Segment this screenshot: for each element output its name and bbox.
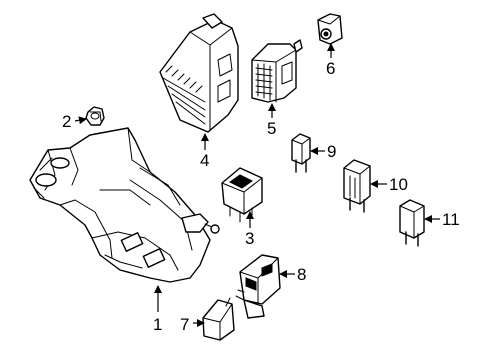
callout-1: 1 [153, 315, 162, 334]
part-4-module [159, 13, 239, 133]
callout-2: 2 [62, 112, 71, 131]
callout-8: 8 [297, 265, 306, 284]
callout-3: 3 [245, 229, 254, 248]
callout-6: 6 [326, 59, 335, 78]
part-11-blade-fuse [399, 199, 425, 247]
callout-11: 11 [442, 210, 460, 229]
part-5-connector [251, 39, 303, 103]
part-2-nut [85, 106, 105, 126]
leader-lines [74, 43, 440, 327]
part-6-plug [317, 13, 343, 45]
callout-7: 7 [180, 315, 189, 334]
part-9-mini-fuse [291, 133, 311, 173]
callout-10: 10 [389, 175, 408, 194]
part-10-maxi-fuse [343, 159, 371, 213]
leader-2 [74, 116, 87, 125]
callout-9: 9 [327, 142, 336, 161]
callout-4: 4 [200, 151, 209, 170]
part-3-relay [221, 167, 263, 223]
part-1-fuse-box [29, 127, 220, 283]
callout-labels: 1 2 3 4 5 6 7 8 9 10 11 [62, 59, 460, 334]
part-8-fuse-holder [235, 254, 281, 319]
part-7-connector [202, 297, 235, 341]
callout-5: 5 [267, 119, 276, 138]
